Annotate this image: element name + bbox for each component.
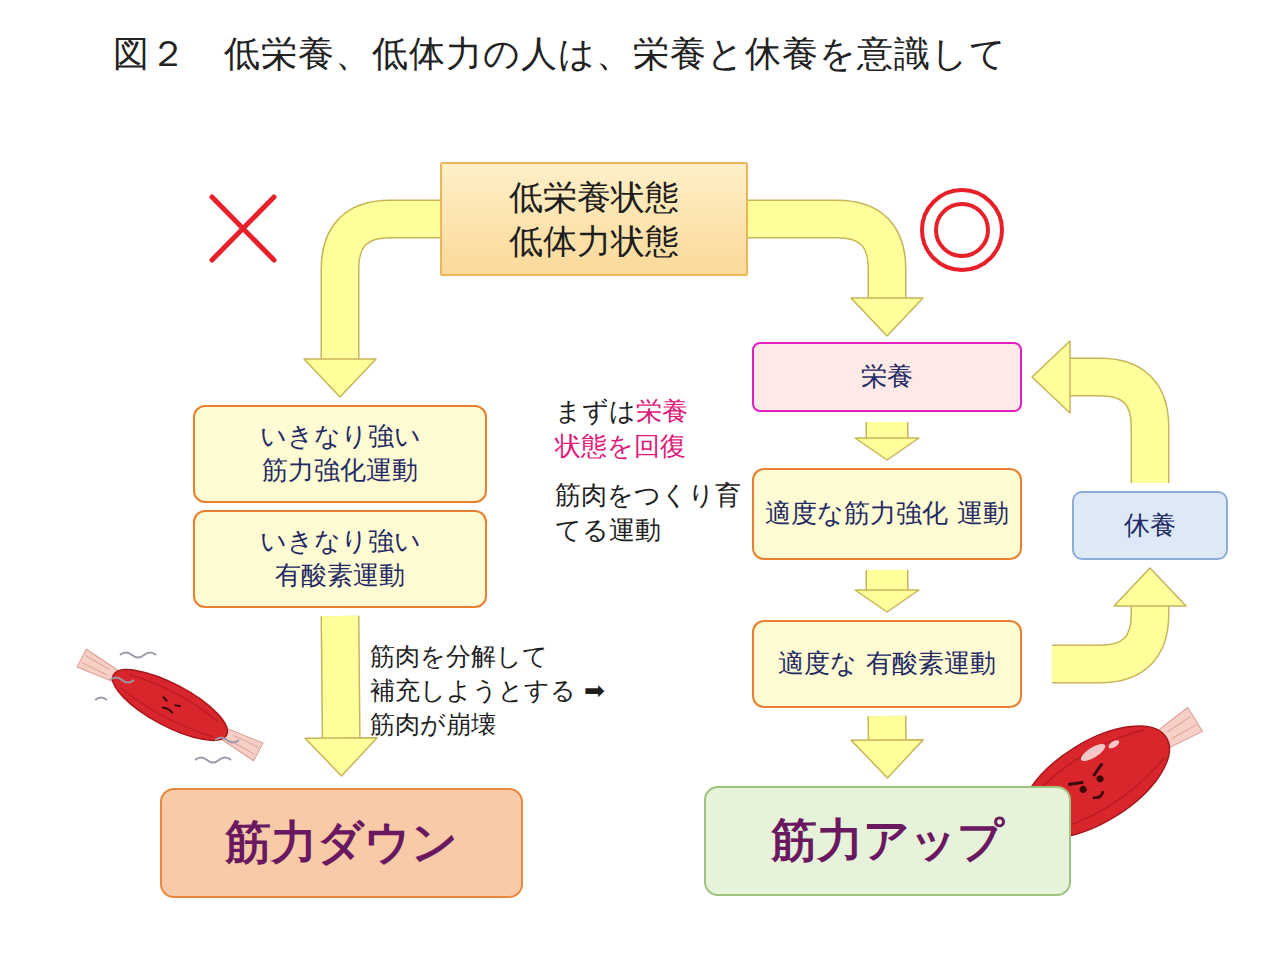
arrow-head [1114,568,1186,606]
note-text: 筋肉をつくり育 てる運動 [555,480,741,545]
arrow-shaft [869,716,905,740]
process-box: いきなり強い 有酸素運動 [193,510,487,608]
process-box: 栄養 [752,342,1022,412]
state-box: 低栄養状態 低体力状態 [440,162,748,276]
node-text: 筋力アップ [771,811,1004,871]
arrow-head [851,298,923,336]
note-block: まずは栄養 状態を回復 [555,394,705,464]
arrow-shaft [340,219,440,359]
double-circle-mark [922,190,1002,270]
arrow-label: 筋肉を分解して 補充しようとする ➡筋肉が崩壊 [370,640,610,741]
result-box: 筋力アップ [704,786,1071,896]
node-text: 休養 [1124,509,1176,543]
arrow-shaft [748,219,887,298]
arrow-shaft [866,422,909,438]
arrow-head [1032,341,1070,413]
arrow-shaft [1052,606,1150,664]
block-arrow [305,616,377,776]
process-box: 休養 [1072,491,1228,560]
note-text: まずは [555,396,636,426]
arrow-shaft [866,570,909,590]
arrow-shaft [748,219,887,298]
node-text: 適度な 有酸素運動 [778,647,995,681]
arrow-shaft [340,616,341,738]
result-box: 筋力ダウン [160,788,523,898]
node-text: いきなり強い 有酸素運動 [207,525,473,593]
node-text: 筋力ダウン [225,813,458,873]
arrow-shaft [867,422,907,438]
block-arrow [851,716,923,778]
block-arrow [855,422,919,460]
arrow-head [305,738,377,776]
arrow-shaft [867,570,907,590]
node-text: 栄養 [861,360,913,394]
figure-title: 図２ 低栄養、低体力の人は、栄養と休養を意識して [113,30,1007,79]
node-text: 適度な筋力強化 運動 [765,497,1008,531]
node-text: 低栄養状態 低体力状態 [462,175,726,263]
arrow-head [855,438,919,460]
node-text: いきなり強い 筋力強化運動 [207,420,473,488]
cross-mark [212,197,274,260]
arrow-shaft [1070,377,1150,483]
block-arrow [1052,568,1186,664]
arrow-shaft [340,219,440,359]
weak-muscle-illustration [72,640,268,771]
process-box: 適度な 有酸素運動 [752,620,1022,708]
block-arrow [1032,341,1150,483]
arrow-head [851,740,923,778]
arrow-head [855,590,919,612]
arrow-shaft [868,716,907,740]
arrow-head [304,359,376,397]
arrow-shaft [1052,606,1150,664]
note-block: 筋肉をつくり育 てる運動 [555,478,751,548]
shiver-lines [95,653,239,763]
arrow-shaft [340,616,341,738]
block-arrow [304,219,440,397]
block-arrow [855,570,919,612]
process-box: いきなり強い 筋力強化運動 [193,405,487,503]
block-arrow [748,219,923,336]
arrow-shaft [1070,377,1150,483]
process-box: 適度な筋力強化 運動 [752,468,1022,560]
